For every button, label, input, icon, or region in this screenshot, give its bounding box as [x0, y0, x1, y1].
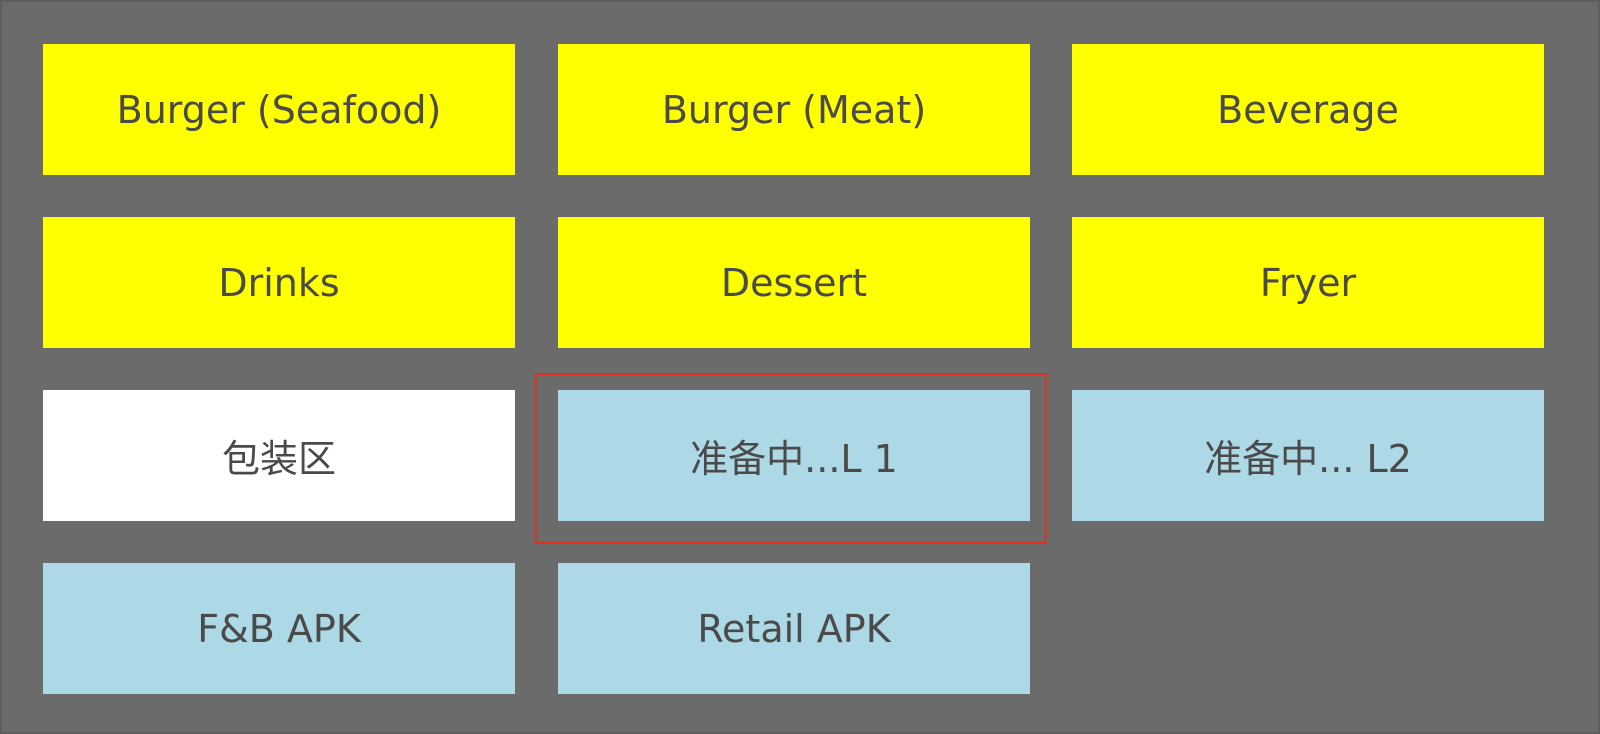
tile-preparing-l1[interactable]: 准备中...L 1: [558, 390, 1030, 521]
tile-label: F&B APK: [197, 606, 361, 651]
tile-preparing-l2[interactable]: 准备中... L2: [1072, 390, 1544, 521]
tile-retail-apk[interactable]: Retail APK: [558, 563, 1030, 694]
tile-dessert[interactable]: Dessert: [558, 217, 1030, 348]
tile-drinks[interactable]: Drinks: [43, 217, 515, 348]
tile-label: Fryer: [1259, 260, 1357, 305]
tile-burger-meat[interactable]: Burger (Meat): [558, 44, 1030, 175]
tile-label: Drinks: [218, 260, 340, 305]
tile-label: 准备中... L2: [1204, 437, 1412, 481]
tile-fryer[interactable]: Fryer: [1072, 217, 1544, 348]
tile-burger-seafood[interactable]: Burger (Seafood): [43, 44, 515, 175]
tile-label: Dessert: [720, 260, 868, 305]
tile-label: Burger (Meat): [661, 87, 927, 132]
tile-label: 包装区: [221, 437, 336, 481]
tile-label: Beverage: [1217, 87, 1399, 132]
tile-fnb-apk[interactable]: F&B APK: [43, 563, 515, 694]
tile-label: Retail APK: [697, 606, 891, 651]
tile-beverage[interactable]: Beverage: [1072, 44, 1544, 175]
tile-packing-area[interactable]: 包装区: [43, 390, 515, 521]
tile-label: Burger (Seafood): [116, 87, 442, 132]
tile-label: 准备中...L 1: [690, 437, 898, 481]
